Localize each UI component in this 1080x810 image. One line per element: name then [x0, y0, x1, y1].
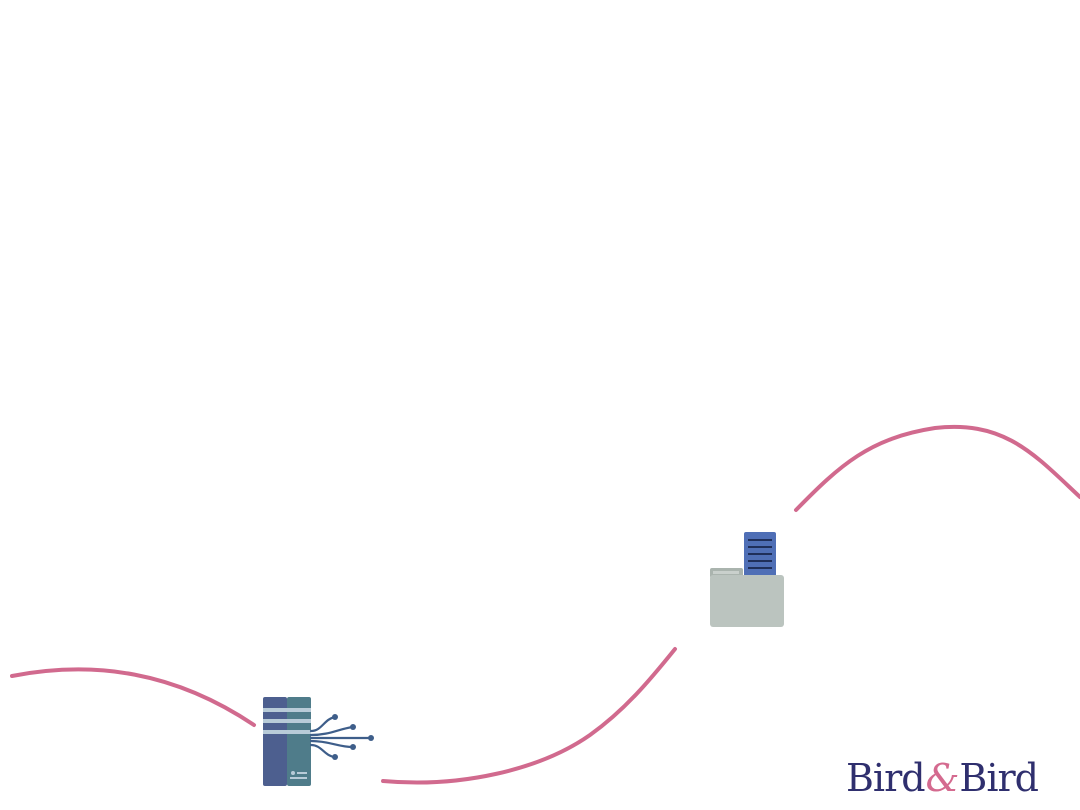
- logo-ampersand: &: [925, 756, 960, 800]
- server-stripe: [263, 708, 311, 712]
- server-stripe: [263, 719, 311, 723]
- server-led: [291, 771, 295, 775]
- folder-highlight: [713, 571, 739, 574]
- curve-segment-left: [10, 667, 256, 727]
- cable-endpoints: [332, 714, 374, 760]
- network-cables: [309, 715, 373, 759]
- document-lines: [748, 539, 772, 569]
- folder-front: [710, 575, 784, 627]
- server-with-network-cables-icon: [263, 697, 374, 786]
- server-stripe: [263, 730, 311, 734]
- server-slot: [290, 777, 307, 779]
- logo-word-right: Bird: [959, 756, 1039, 800]
- curve-segment-right: [794, 424, 1080, 512]
- folder-with-document-icon: [710, 532, 784, 627]
- server-slot: [297, 772, 307, 774]
- curve-segment-bottom: [381, 647, 677, 785]
- logo-word-left: Bird: [846, 756, 926, 800]
- bird-and-bird-logo: Bird&Bird: [846, 756, 1039, 800]
